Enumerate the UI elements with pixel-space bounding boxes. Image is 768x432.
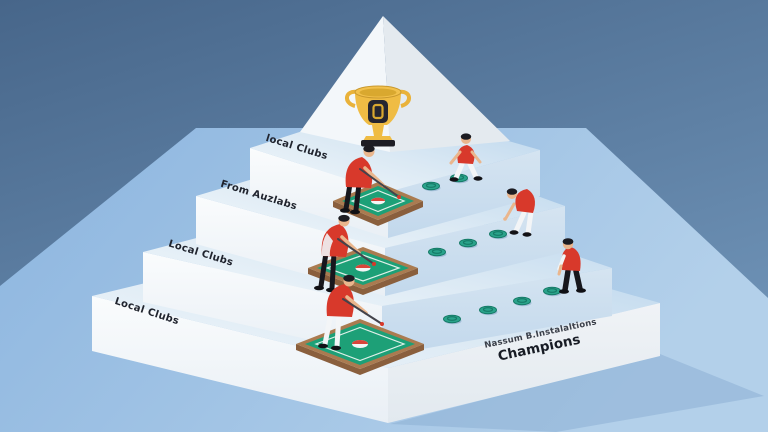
trophy-left-handle [345, 89, 358, 108]
tier-4-front-face [388, 303, 660, 423]
tier-3-left-face [143, 252, 382, 356]
apex-right-face [383, 16, 510, 152]
stone-disc-icon [513, 296, 532, 307]
player-figure-icon [314, 214, 376, 293]
stone-disc-icon [422, 181, 441, 192]
rink3-target-red [352, 340, 368, 344]
trophy-base-flare [363, 136, 393, 141]
trophy-stem [372, 125, 384, 136]
stone-disc-icon [443, 314, 462, 325]
tier-2-right-face [385, 206, 565, 296]
tier-4-left-face [92, 296, 388, 423]
rink3-edge [296, 344, 424, 375]
trophy-emblem-shield [372, 103, 384, 120]
rink1-line [350, 189, 406, 213]
trophy-emblem [368, 100, 388, 123]
stone-disc-icon [428, 247, 447, 258]
rink1-edge [333, 201, 423, 226]
stone-disc-icon [543, 286, 562, 297]
player-figure-icon [340, 145, 401, 215]
stone-disc-icon [479, 305, 498, 316]
trophy-base [361, 140, 395, 147]
tier-1-right-face [388, 150, 540, 238]
pyramid-shadow [390, 354, 764, 432]
trophy-right-handle [398, 89, 411, 108]
stone-disc-icon [489, 229, 508, 240]
trophy-rim-inner [359, 88, 397, 97]
player-figure-icon [503, 188, 535, 237]
player-figure-icon [557, 238, 586, 294]
player-figure-icon [318, 274, 384, 351]
rink1-target-red [371, 197, 385, 201]
rink2-target-red [355, 264, 371, 268]
player-figure-icon [449, 133, 483, 182]
rink3-line [314, 326, 406, 362]
stone-disc-icon [459, 238, 478, 249]
trophy-icon [345, 85, 411, 147]
